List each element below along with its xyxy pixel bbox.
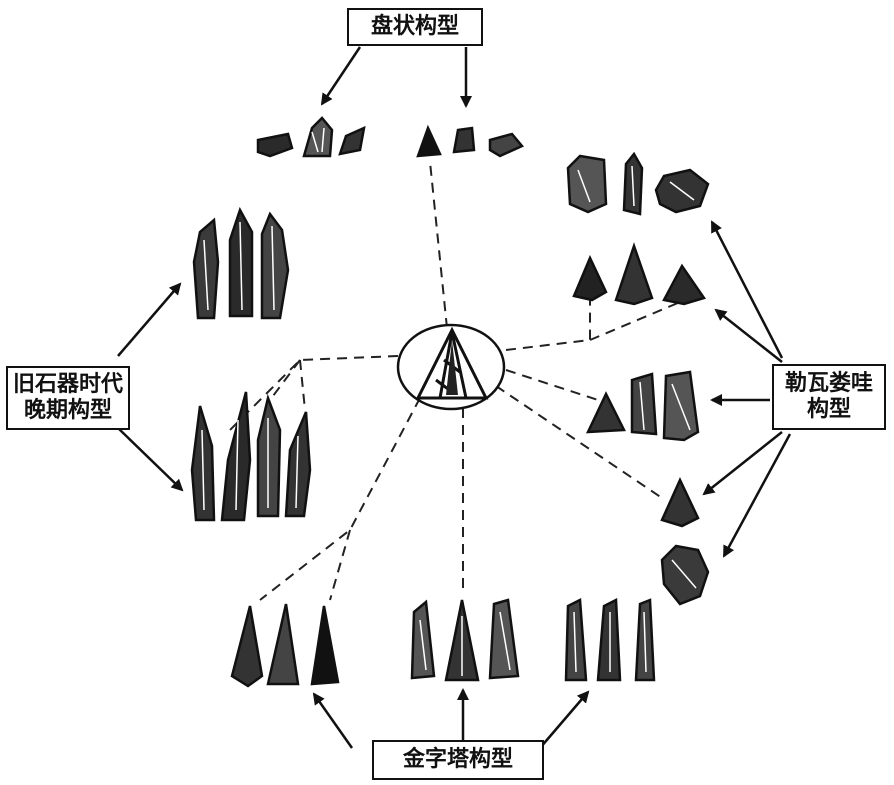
label-pyramid-configuration: 金字塔构型 <box>372 740 544 780</box>
blade-core-4 <box>286 412 310 516</box>
pyramid-core-3 <box>312 606 338 684</box>
upper-paleolithic-cores-top <box>194 210 288 318</box>
arrow-lev-4 <box>704 432 782 494</box>
connector-levallois-2 <box>590 300 685 340</box>
levallois-cores <box>568 154 708 604</box>
label-upper-paleolithic-line-1: 旧石器时代 <box>8 372 128 398</box>
arrow-lev-2 <box>716 310 782 362</box>
disc-core-1 <box>258 134 292 156</box>
levallois-point-3 <box>664 266 704 304</box>
disc-cores <box>258 118 522 156</box>
levallois-point-4 <box>588 394 624 432</box>
arrow-upl-bottom <box>118 428 182 490</box>
label-disc-configuration: 盘状构型 <box>347 8 483 46</box>
pyramid-cores <box>232 600 654 686</box>
pyramid-core-1 <box>232 606 262 686</box>
label-upper-paleolithic-configuration: 旧石器时代 晚期构型 <box>6 366 130 430</box>
disc-core-5 <box>454 128 474 152</box>
blade-core-3 <box>258 398 280 516</box>
levallois-point-2 <box>616 246 652 304</box>
connector-levallois-1 <box>506 300 590 350</box>
elongated-core-3 <box>262 214 288 318</box>
label-pyramid-text: 金字塔构型 <box>374 747 542 773</box>
connector-upper-left-3 <box>300 360 305 410</box>
connector-levallois-3 <box>506 370 598 400</box>
label-upper-paleolithic-line-2: 晚期构型 <box>8 398 128 424</box>
levallois-point-1 <box>574 258 606 300</box>
pyramid-core-2 <box>268 604 298 684</box>
arrow-pyr-right <box>540 692 588 748</box>
central-core <box>398 325 504 409</box>
pyramid-core-8 <box>598 600 620 680</box>
connector-upper-left-2 <box>270 360 300 400</box>
levallois-core-1 <box>568 156 606 212</box>
label-levallois-configuration: 勒瓦娄哇 构型 <box>772 364 886 430</box>
label-levallois-line-2: 构型 <box>774 397 884 423</box>
disc-core-3 <box>340 128 364 154</box>
connector-pyramid-2 <box>330 530 350 600</box>
connector-pyramid-1 <box>260 398 420 600</box>
arrow-upl-top <box>118 284 180 356</box>
label-disc-text: 盘状构型 <box>349 14 481 40</box>
label-levallois-line-1: 勒瓦娄哇 <box>774 371 884 397</box>
arrow-pyr-left <box>314 694 352 748</box>
levallois-point-5 <box>662 480 698 526</box>
arrow-lev-1 <box>712 222 782 358</box>
disc-core-6 <box>490 134 522 156</box>
connector-upper-left-1 <box>230 356 398 430</box>
connector-disc <box>430 162 447 328</box>
arrow-disc-left <box>322 47 360 104</box>
upper-paleolithic-cores-bottom <box>192 392 310 520</box>
disc-core-4 <box>418 128 440 156</box>
